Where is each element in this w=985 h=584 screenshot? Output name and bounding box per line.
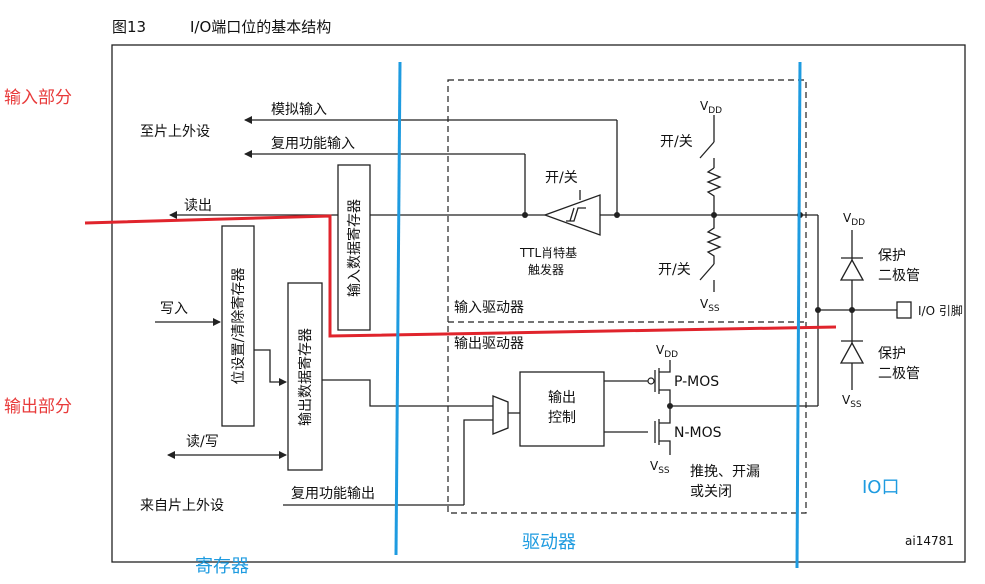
pulldown-switch bbox=[699, 263, 715, 281]
output-section-label: 输出部分 bbox=[4, 397, 72, 417]
schmitt-label-2: 触发器 bbox=[528, 262, 564, 277]
write-label: 写入 bbox=[160, 301, 188, 317]
protection-diode-upper bbox=[839, 258, 865, 281]
nmos-label: N-MOS bbox=[674, 425, 722, 441]
bit-set-reset-register bbox=[221, 225, 255, 427]
pmos-label: P-MOS bbox=[674, 374, 719, 390]
output-data-register-label: 输出数据寄存器 bbox=[297, 328, 314, 426]
alt-output-to-mux bbox=[463, 419, 493, 505]
pmos-terminals bbox=[659, 360, 671, 406]
node bbox=[522, 212, 528, 218]
io-zone-label: IO口 bbox=[862, 477, 899, 498]
driver-zone-label: 驱动器 bbox=[522, 532, 576, 553]
pulldown-vss-label: VSS bbox=[700, 297, 720, 314]
pullup-switch bbox=[699, 141, 715, 159]
bsr-to-odr bbox=[254, 349, 287, 386]
driver-io-divider bbox=[795, 61, 802, 569]
output-mode-label-1: 推挽、开漏 bbox=[690, 464, 760, 480]
input-section-label: 输入部分 bbox=[4, 88, 72, 108]
nmos-vss-label: VSS bbox=[650, 459, 670, 476]
figure-caption: I/O端口位的基本结构 bbox=[190, 18, 331, 36]
input-driver-label: 输入驱动器 bbox=[454, 300, 524, 316]
pmos-gate-bubble bbox=[647, 377, 655, 385]
pullup-switch-label: 开/关 bbox=[660, 134, 693, 150]
output-driver-label: 输出驱动器 bbox=[454, 336, 524, 352]
alt-func-output-label: 复用功能输出 bbox=[291, 485, 375, 502]
node bbox=[614, 212, 620, 218]
outer-frame bbox=[111, 44, 966, 563]
output-data-register bbox=[287, 282, 323, 471]
diode-upper-label-1: 保护 bbox=[878, 248, 906, 264]
io-pin-label: I/O 引脚 bbox=[918, 303, 963, 318]
nmos-terminals bbox=[659, 406, 671, 455]
io-pin-square bbox=[896, 301, 912, 319]
pulldown-switch-label: 开/关 bbox=[658, 262, 691, 278]
from-peripheral-label: 来自片上外设 bbox=[140, 498, 224, 514]
to-peripheral-label: 至片上外设 bbox=[140, 124, 210, 140]
output-mux bbox=[492, 395, 509, 435]
node bbox=[815, 307, 821, 313]
alt-func-input-label: 复用功能输入 bbox=[271, 135, 355, 152]
bit-set-reset-register-label: 位设置/清除寄存器 bbox=[230, 268, 247, 385]
driver-dashed-box bbox=[447, 79, 807, 514]
input-data-register-label: 输入数据寄存器 bbox=[346, 199, 363, 297]
register-zone-label: 寄存器 bbox=[195, 556, 249, 577]
diode-upper-label-2: 二极管 bbox=[878, 268, 920, 284]
pulldown-resistor bbox=[706, 215, 722, 264]
diode-vdd-label: VDD bbox=[843, 211, 865, 228]
diode-lower-label-1: 保护 bbox=[878, 346, 906, 362]
analog-input-label: 模拟输入 bbox=[271, 102, 327, 118]
input-data-register bbox=[337, 164, 371, 331]
pmos-vdd-label: VDD bbox=[656, 343, 678, 360]
trigger-on-off-label: 开/关 bbox=[545, 170, 578, 186]
read-write-label: 读/写 bbox=[186, 433, 219, 450]
pullup-vdd-label: VDD bbox=[700, 99, 722, 116]
diode-lower-label-2: 二极管 bbox=[878, 366, 920, 382]
output-control-label-2: 控制 bbox=[548, 410, 576, 426]
diode-vss-label: VSS bbox=[842, 393, 862, 410]
hysteresis-icon bbox=[566, 207, 586, 222]
input-path-highlight bbox=[84, 214, 837, 338]
output-mode-label-2: 或关闭 bbox=[690, 484, 732, 500]
read-label: 读出 bbox=[184, 197, 212, 214]
figure-id-label: ai14781 bbox=[905, 534, 954, 548]
figure-number: 图13 bbox=[112, 18, 146, 36]
register-driver-divider bbox=[394, 61, 402, 556]
protection-diode-lower bbox=[839, 341, 865, 364]
odr-to-mux bbox=[322, 379, 493, 407]
output-control-box bbox=[519, 371, 605, 447]
output-control-label-1: 输出 bbox=[548, 390, 576, 406]
schmitt-label-1: TTL肖特基 bbox=[519, 245, 577, 260]
pullup-resistor bbox=[706, 167, 722, 215]
